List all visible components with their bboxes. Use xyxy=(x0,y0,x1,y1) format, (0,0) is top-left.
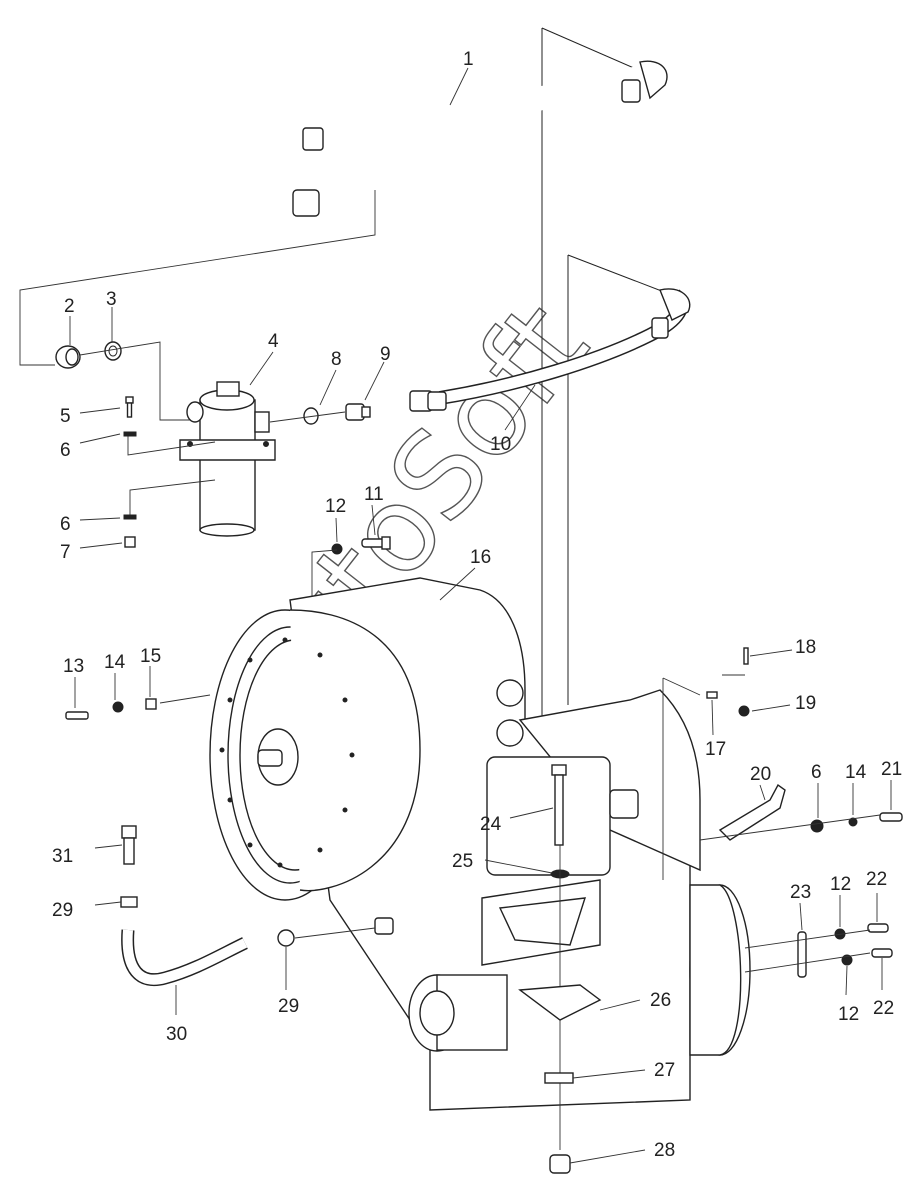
callout-19: 19 xyxy=(795,693,816,714)
fitting-31 xyxy=(121,825,137,865)
callout-6a: 6 xyxy=(60,440,71,461)
washer-6c xyxy=(810,819,824,833)
bolt-22a xyxy=(867,923,889,933)
callout-14b: 14 xyxy=(845,762,867,783)
bolt-21 xyxy=(879,812,903,822)
callout-4: 4 xyxy=(268,331,279,352)
washer-12c xyxy=(841,954,853,966)
nut-15 xyxy=(145,698,157,710)
fitting-2 xyxy=(55,345,81,369)
stud-13 xyxy=(65,711,89,720)
hose-lower xyxy=(409,254,691,705)
callout-31: 31 xyxy=(52,846,73,867)
callout-7: 7 xyxy=(60,542,71,563)
callout-9: 9 xyxy=(380,344,391,365)
label-leaders xyxy=(69,67,892,1164)
callout-28: 28 xyxy=(654,1140,675,1161)
callout-12a: 12 xyxy=(325,496,346,517)
callout-22a: 22 xyxy=(866,869,887,890)
transmission-housing xyxy=(209,577,751,1111)
strap-23 xyxy=(797,931,807,978)
callout-12b: 12 xyxy=(830,874,851,895)
washer-19 xyxy=(738,705,750,717)
callout-labels: 1 2 3 4 5 6 6 7 8 9 10 11 12 16 13 14 15… xyxy=(52,49,902,1161)
callout-22b: 22 xyxy=(873,998,894,1019)
clamp-29b xyxy=(277,929,295,947)
callout-20: 20 xyxy=(750,764,771,785)
callout-27: 27 xyxy=(654,1060,675,1081)
callout-14a: 14 xyxy=(104,652,126,673)
clip-27 xyxy=(544,1072,574,1084)
pin-18 xyxy=(743,647,749,665)
callout-30: 30 xyxy=(166,1024,187,1045)
drain-fitting xyxy=(374,917,394,935)
leader-frame-1 xyxy=(19,190,376,366)
callout-6b: 6 xyxy=(60,514,71,535)
callout-17: 17 xyxy=(705,739,726,760)
bolt-5 xyxy=(125,396,134,418)
washer-12a xyxy=(331,543,343,555)
callout-2: 2 xyxy=(64,296,75,317)
callout-12c: 12 xyxy=(838,1004,859,1025)
bracket-20 xyxy=(718,783,786,841)
clamp-29a xyxy=(120,896,138,908)
callout-25: 25 xyxy=(452,851,473,872)
fitting-9 xyxy=(345,403,371,421)
callout-1: 1 xyxy=(463,49,474,70)
callout-26: 26 xyxy=(650,990,671,1011)
callout-8: 8 xyxy=(331,349,342,370)
callout-15: 15 xyxy=(140,646,161,667)
callout-18: 18 xyxy=(795,637,816,658)
callout-3: 3 xyxy=(106,289,117,310)
bolt-24 xyxy=(551,764,567,846)
washer-14a xyxy=(112,701,124,713)
washer-14b xyxy=(848,817,858,827)
callout-23: 23 xyxy=(790,882,811,903)
bolt-11 xyxy=(361,536,391,550)
callout-13: 13 xyxy=(63,656,84,677)
callout-11: 11 xyxy=(364,484,384,505)
pin-17 xyxy=(706,691,718,699)
washer-6a xyxy=(123,431,137,437)
callout-29a: 29 xyxy=(52,900,73,921)
hose-upper xyxy=(219,27,668,1070)
callout-16: 16 xyxy=(470,547,491,568)
bolt-22b xyxy=(871,948,893,958)
callout-5: 5 xyxy=(60,406,71,427)
nut-28 xyxy=(549,1154,571,1174)
callout-29b: 29 xyxy=(278,996,299,1017)
mount-26 xyxy=(518,984,602,1021)
callout-10: 10 xyxy=(490,434,511,455)
filter-4 xyxy=(179,381,276,537)
nut-7 xyxy=(124,536,136,548)
callout-21: 21 xyxy=(881,759,902,780)
callout-24: 24 xyxy=(480,814,502,835)
callout-6c: 6 xyxy=(811,762,822,783)
washer-6b xyxy=(123,514,137,520)
